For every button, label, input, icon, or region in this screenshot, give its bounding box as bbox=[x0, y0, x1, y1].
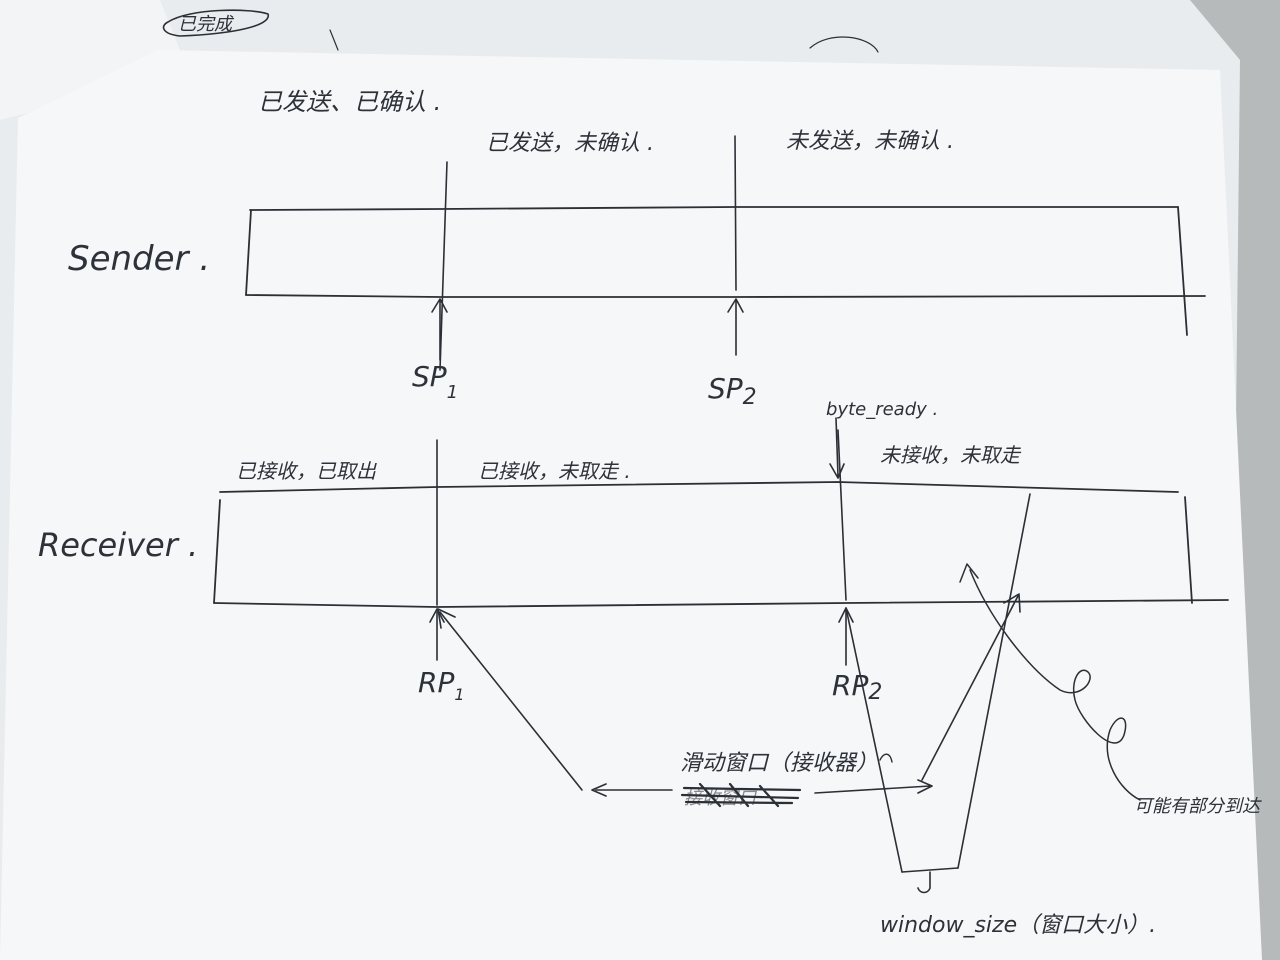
receiver-buffer-left bbox=[213, 499, 221, 604]
byte-ready-label: byte_ready . bbox=[826, 399, 938, 420]
receiver-read-label: 已接收，已取出 bbox=[236, 459, 377, 483]
back-sheet-corner bbox=[0, 0, 180, 120]
sender-sent-unacked-label: 已发送，未确认 . bbox=[486, 131, 654, 156]
window-size-tick bbox=[917, 871, 931, 894]
window-size-bracket-right bbox=[957, 493, 1031, 869]
receiver-buffer-top bbox=[219, 481, 1179, 493]
main-sheet bbox=[0, 50, 1262, 960]
partial-arrival-arrowhead bbox=[959, 563, 979, 583]
crossed-out-scribble bbox=[680, 782, 802, 808]
rp2-label: RP2 bbox=[832, 669, 882, 705]
receiver-buffer-bottom bbox=[213, 599, 1229, 608]
receiver-buffer bbox=[213, 417, 1229, 666]
receiver-buffer-right bbox=[1184, 496, 1193, 604]
top-note: 已完成 bbox=[178, 14, 235, 35]
receiver-label: Receiver . bbox=[38, 526, 198, 564]
labels: 已完成 Sender . 已发送、已确认 . 已发送，未确认 . 未发送，未确认… bbox=[38, 14, 1262, 938]
sender-divider-2 bbox=[734, 135, 737, 291]
window-arrow-left bbox=[591, 783, 673, 797]
window-size-bracket-left bbox=[845, 607, 903, 873]
sender-label: Sender . bbox=[68, 239, 210, 279]
window-arrow-to-rp1 bbox=[437, 608, 583, 791]
partial-arrival-label: 可能有部分到达 bbox=[1134, 796, 1262, 817]
partial-arrival-curve bbox=[969, 569, 1141, 801]
top-note-circle bbox=[162, 9, 269, 37]
sliding-window-mark bbox=[879, 753, 893, 763]
rp1-arrow bbox=[429, 608, 445, 661]
receiver-received-unread-label: 已接收，未取走 . bbox=[478, 459, 631, 483]
sender-buffer-bottom bbox=[245, 294, 1206, 298]
sender-unsent-label: 未发送，未确认 . bbox=[786, 129, 954, 154]
sp2-label: SP2 bbox=[708, 372, 757, 410]
back-sheet-line bbox=[329, 29, 339, 51]
sliding-window-label: 滑动窗口（接收器） bbox=[680, 751, 878, 776]
window-size-bracket-bottom bbox=[901, 867, 959, 873]
sender-buffer-left bbox=[245, 209, 252, 296]
byte-ready-arrow bbox=[829, 417, 845, 479]
sender-divider-1 bbox=[439, 161, 448, 371]
sender-buffer bbox=[245, 135, 1206, 371]
sp1-arrow bbox=[431, 298, 448, 361]
receiver-not-received-label: 未接收，未取走 bbox=[880, 443, 1022, 467]
sender-buffer-right bbox=[1177, 206, 1188, 336]
receiver-divider-2 bbox=[837, 429, 847, 601]
rp1-label: RP1 bbox=[418, 666, 465, 704]
sender-buffer-top bbox=[249, 206, 1179, 211]
crossed-out-label: 接收窗口 bbox=[684, 788, 758, 809]
back-sheet-mark bbox=[809, 36, 879, 53]
sender-acked-label: 已发送、已确认 . bbox=[258, 88, 441, 116]
sp1-label: SP1 bbox=[412, 360, 458, 403]
window-arrow-right bbox=[814, 779, 933, 794]
sliding-window-annotations bbox=[437, 493, 1141, 894]
sp2-arrow bbox=[727, 298, 744, 356]
window-size-label: window_size（窗口大小）. bbox=[880, 913, 1156, 938]
